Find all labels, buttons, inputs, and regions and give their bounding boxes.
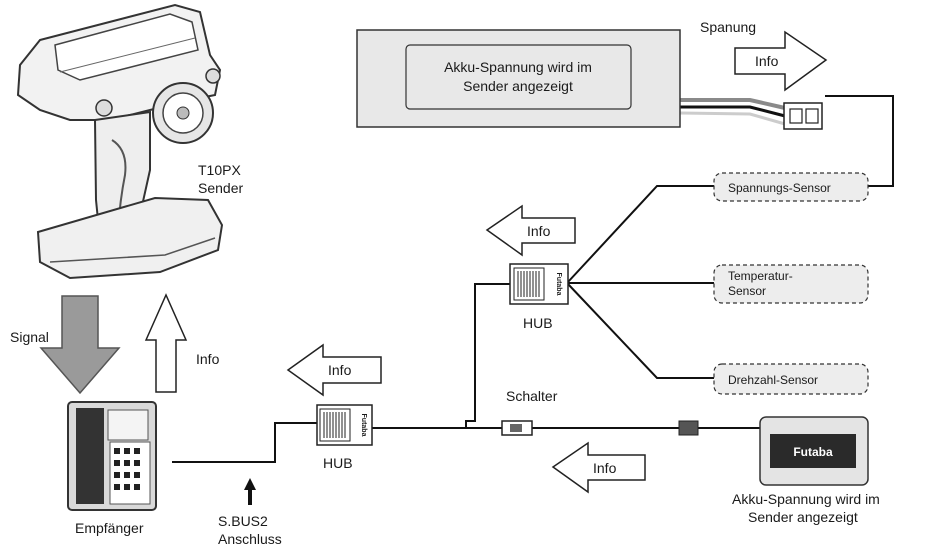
display-text-line2: Sender angezeigt xyxy=(463,78,573,94)
display-text-line1: Akku-Spannung wird im xyxy=(444,59,592,75)
signal-label: Signal xyxy=(10,329,49,345)
sbus-label-line1: S.BUS2 xyxy=(218,513,268,529)
rpm-sensor-label: Drehzahl-Sensor xyxy=(728,373,818,387)
battery-pack-caption-line2: Sender angezeigt xyxy=(748,509,858,525)
battery-pack-label-plate xyxy=(770,434,856,468)
info-switch-label: Info xyxy=(593,460,617,476)
voltage-sensor-box xyxy=(713,172,869,202)
info-right-label: Info xyxy=(755,53,779,69)
info-hub-upper-arrow xyxy=(485,204,576,257)
hub-upper: Futaba xyxy=(509,263,569,305)
switch-icon xyxy=(501,420,533,436)
wires xyxy=(172,95,894,463)
hub-upper-label: HUB xyxy=(523,315,553,331)
transmitter-model-label: T10PX xyxy=(198,162,241,178)
hub-lower-label: HUB xyxy=(323,455,353,471)
rpm-sensor-box xyxy=(713,363,869,395)
display-panel xyxy=(405,44,632,110)
temperature-sensor-label-line1: Temperatur- xyxy=(728,269,793,283)
battery-pack-brand: Futaba xyxy=(793,445,833,459)
spannung-label: Spanung xyxy=(700,19,756,35)
sbus-label-line2: Anschluss xyxy=(218,531,282,547)
receiver-illustration xyxy=(67,401,157,511)
hub-lower-brand: Futaba xyxy=(360,414,367,437)
info-switch-arrow xyxy=(551,441,646,494)
temperature-sensor-box xyxy=(713,264,869,304)
battery-connector xyxy=(783,102,823,130)
info-hub-upper-label: Info xyxy=(527,223,551,239)
receiver-label: Empfänger xyxy=(75,520,144,536)
temperature-sensor-label-line2: Sensor xyxy=(728,284,766,298)
info-up-arrow xyxy=(144,293,188,393)
battery-pack-caption-line1: Akku-Spannung wird im xyxy=(732,491,880,507)
info-up-label: Info xyxy=(196,351,220,367)
hub-upper-brand: Futaba xyxy=(555,273,562,296)
transmitter-role-label: Sender xyxy=(198,180,243,196)
info-right-arrow xyxy=(734,30,828,92)
switch-label: Schalter xyxy=(506,388,558,404)
hub-lower: Futaba xyxy=(316,404,373,446)
info-hub-lower-arrow xyxy=(286,343,382,397)
connector-plug xyxy=(678,420,699,436)
transmitter-illustration xyxy=(16,3,224,280)
info-hub-lower-label: Info xyxy=(328,362,352,378)
sbus-arrow xyxy=(244,478,256,505)
voltage-sensor-label: Spannungs-Sensor xyxy=(728,181,831,195)
signal-arrow xyxy=(39,295,121,395)
